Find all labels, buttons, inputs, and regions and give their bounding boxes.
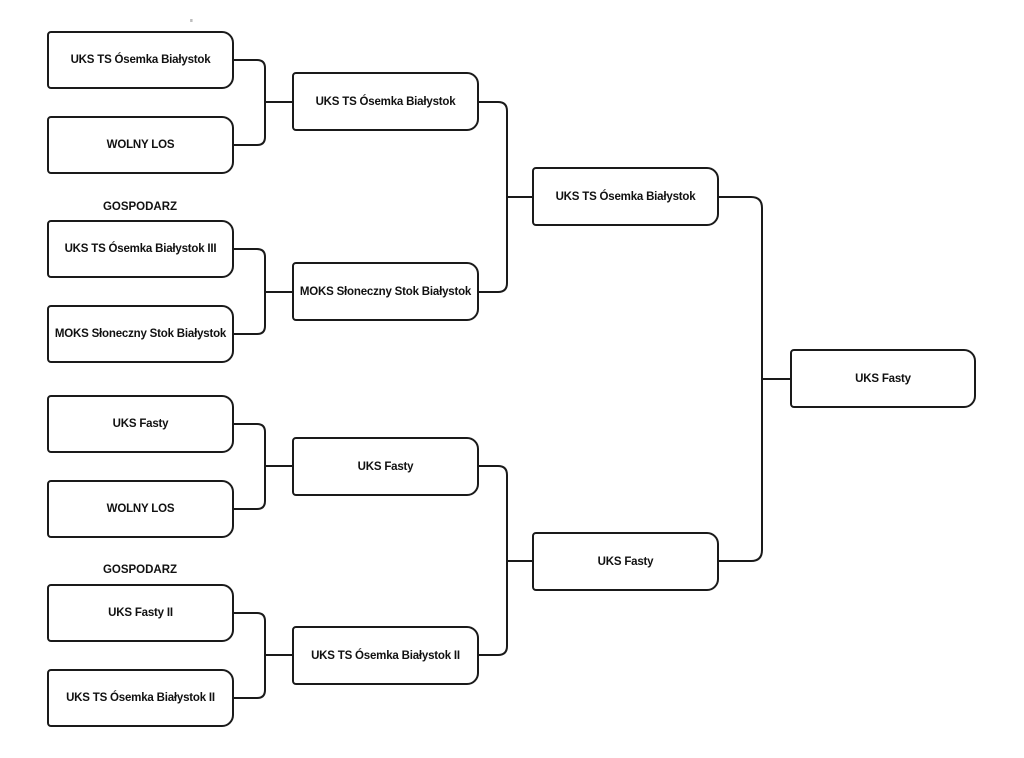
- small-mark: ≡: [190, 18, 193, 24]
- final-winner: UKS Fasty: [790, 349, 976, 408]
- round1-team: MOKS Słoneczny Stok Białystok: [47, 305, 234, 363]
- round1-team: UKS Fasty: [47, 395, 234, 453]
- semifinal-winner: UKS TS Ósemka Białystok: [532, 167, 719, 226]
- round1-team: WOLNY LOS: [47, 116, 234, 174]
- round2-winner: UKS TS Ósemka Białystok: [292, 72, 479, 131]
- round2-winner: MOKS Słoneczny Stok Białystok: [292, 262, 479, 321]
- connector-r1-pair-2: [234, 248, 292, 335]
- round1-team: UKS TS Ósemka Białystok II: [47, 669, 234, 727]
- connector-r1-pair-4: [234, 612, 292, 699]
- round2-winner: UKS Fasty: [292, 437, 479, 496]
- round1-team: UKS TS Ósemka Białystok: [47, 31, 234, 89]
- host-label: GOSPODARZ: [102, 201, 178, 213]
- connector-r2-lower: [479, 465, 532, 656]
- connector-r1-pair-1: [234, 59, 292, 146]
- semifinal-winner: UKS Fasty: [532, 532, 719, 591]
- connector-final: [719, 196, 790, 562]
- round1-team: UKS TS Ósemka Białystok III: [47, 220, 234, 278]
- round1-team: UKS Fasty II: [47, 584, 234, 642]
- connector-r2-upper: [479, 101, 532, 293]
- host-label: GOSPODARZ: [102, 564, 178, 576]
- round2-winner: UKS TS Ósemka Białystok II: [292, 626, 479, 685]
- connector-r1-pair-3: [234, 423, 292, 510]
- round1-team: WOLNY LOS: [47, 480, 234, 538]
